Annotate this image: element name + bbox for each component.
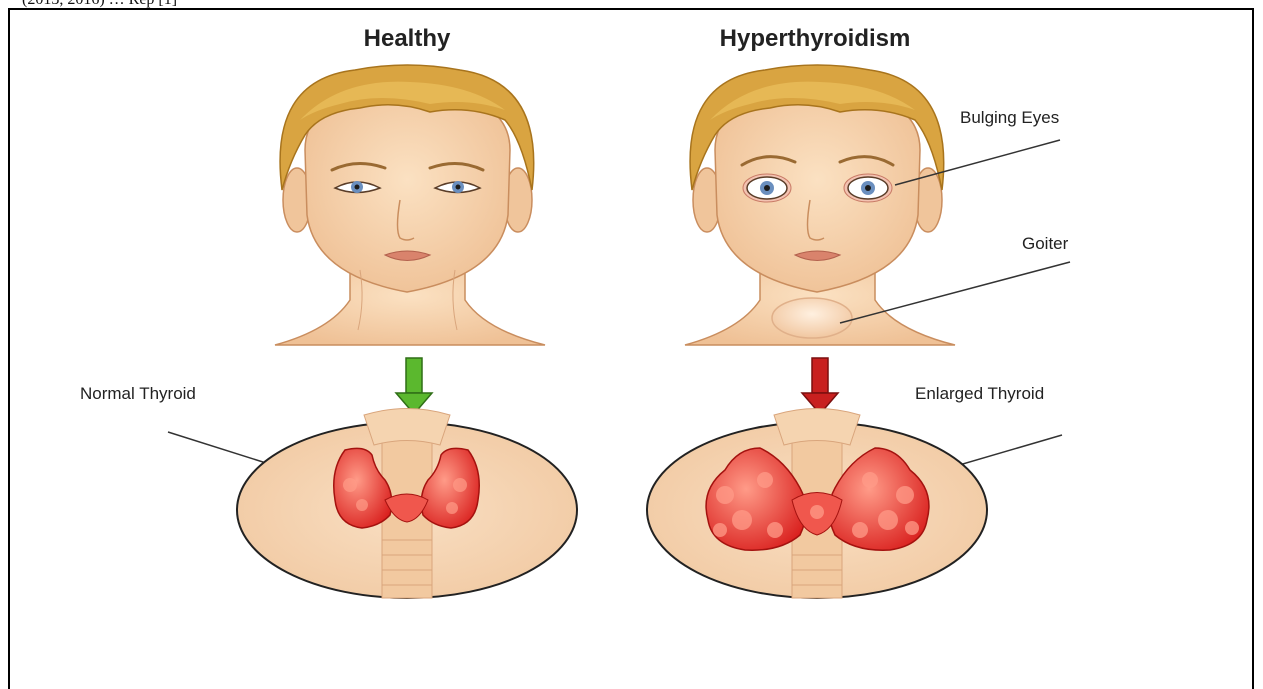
healthy-down-arrow xyxy=(396,358,432,414)
normal-thyroid-circle xyxy=(237,409,577,599)
goiter-swelling xyxy=(772,298,852,338)
label-bulging-eyes: Bulging Eyes xyxy=(960,108,1059,127)
label-goiter: Goiter xyxy=(1022,234,1069,253)
label-enlarged-thyroid: Enlarged Thyroid xyxy=(915,384,1044,403)
heading-hyperthyroidism: Hyperthyroidism xyxy=(720,25,911,52)
healthy-face-illustration xyxy=(275,65,545,345)
heading-healthy: Healthy xyxy=(364,25,451,52)
hyperthyroid-down-arrow xyxy=(802,358,838,414)
enlarged-thyroid-circle xyxy=(647,409,987,599)
label-normal-thyroid: Normal Thyroid xyxy=(80,384,196,403)
